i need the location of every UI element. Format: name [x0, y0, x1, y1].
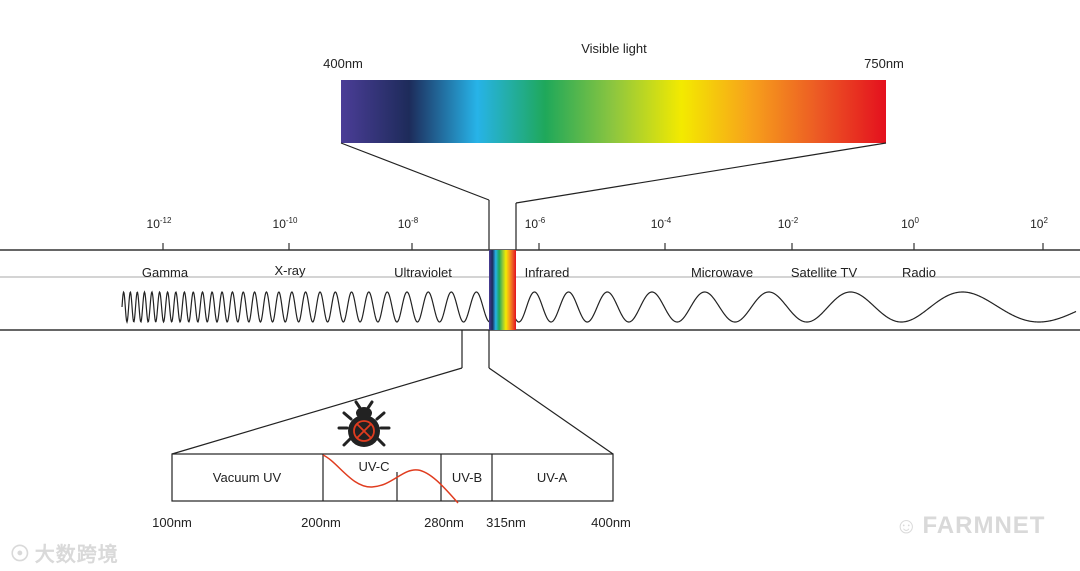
- germicidal-effectiveness-curve: [322, 454, 459, 504]
- uv-segment-vacuum-uv: Vacuum UV: [213, 470, 282, 485]
- uv-wavelength-200: 200nm: [301, 515, 341, 530]
- visible-end-label: 750nm: [864, 56, 904, 71]
- band-label-xray: X-ray: [274, 263, 306, 278]
- visible-zoom-line-left: [340, 142, 490, 201]
- uv-zoom-line-left: [171, 367, 463, 455]
- uv-segment-uv-b: UV-B: [452, 470, 482, 485]
- tick-label: 10-8: [398, 216, 419, 231]
- visible-start-label: 400nm: [323, 56, 363, 71]
- uv-wavelength-100: 100nm: [152, 515, 192, 530]
- band-label-gamma: Gamma: [142, 265, 189, 280]
- uv-zoom-line-right: [488, 367, 614, 455]
- band-label-microwave: Microwave: [691, 265, 753, 280]
- electromagnetic-wave: [121, 290, 1077, 324]
- uv-wavelength-315: 315nm: [486, 515, 526, 530]
- watermark-right-text: FARMNET: [922, 512, 1046, 539]
- wechat-icon: ☺: [895, 513, 919, 538]
- band-label-infrared: Infrared: [525, 265, 570, 280]
- tick-label: 10-12: [147, 216, 172, 231]
- band-label-radio: Radio: [902, 265, 936, 280]
- tick-label: 10-6: [525, 216, 546, 231]
- uv-wavelength-400: 400nm: [591, 515, 631, 530]
- visible-light-bar: [341, 80, 886, 143]
- visible-light-title: Visible light: [581, 41, 647, 56]
- band-label-satellite-tv: Satellite TV: [791, 265, 858, 280]
- band-label-ultraviolet: Ultraviolet: [394, 265, 452, 280]
- visible-spectrum-strip: [489, 250, 516, 330]
- visible-zoom-line-right: [515, 142, 887, 204]
- tick-label: 100: [901, 216, 919, 231]
- watermark-right: ☺FARMNET: [895, 512, 1045, 540]
- uv-wavelength-280: 280nm: [424, 515, 464, 530]
- watermark-left: ☉大数跨境: [10, 538, 119, 567]
- scale-ticks: 10-12 10-10 10-8 10-6 10-4 10-2 100 102: [147, 216, 1048, 250]
- tick-label: 10-10: [273, 216, 298, 231]
- tick-label: 10-4: [651, 216, 672, 231]
- bug-crossed-icon: [337, 400, 391, 447]
- uv-breakdown-box: [171, 453, 614, 502]
- watermark-logo-icon: ☉: [10, 541, 31, 566]
- watermark-left-text: 大数跨境: [34, 544, 119, 566]
- tick-label: 10-2: [778, 216, 799, 231]
- uv-segment-uv-a: UV-A: [537, 470, 568, 485]
- tick-label: 102: [1030, 216, 1048, 231]
- uv-segment-uv-c: UV-C: [358, 459, 389, 474]
